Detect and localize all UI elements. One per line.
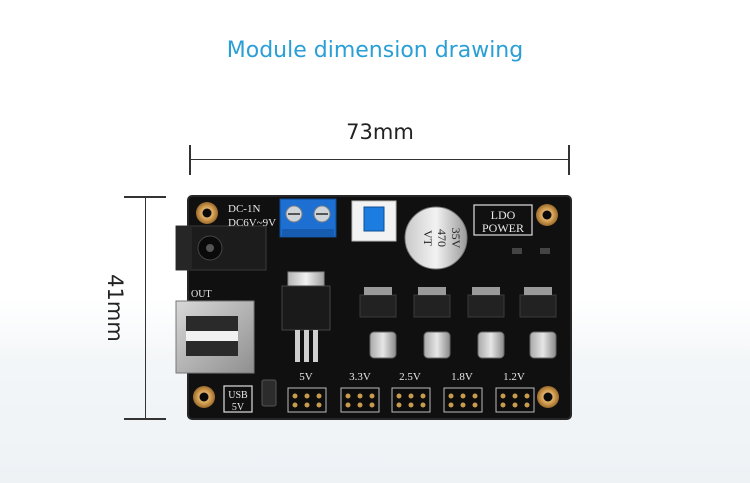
screw-terminal <box>279 198 337 238</box>
electrolytic-capacitor: 470 35V VT <box>404 206 468 270</box>
width-dimension-tick-left <box>189 145 191 175</box>
out-label: OUT <box>191 289 212 300</box>
rail-label-1v8: 1.8V <box>451 371 473 383</box>
rail-label-1v2: 1.2V <box>503 371 525 383</box>
dc-in-label: DC-1N <box>228 203 260 215</box>
width-dimension-label: 73mm <box>346 120 414 144</box>
power-switch-button <box>351 200 397 242</box>
logo-line-2: POWER <box>482 221 524 235</box>
dc-barrel-jack <box>175 225 267 271</box>
mounting-hole-icon <box>193 202 559 408</box>
usb-a-port <box>175 300 255 374</box>
cap-type-label: VT <box>421 230 435 247</box>
usb-voltage-label: 5V <box>232 402 245 413</box>
rail-label-2v5: 2.5V <box>399 371 421 383</box>
height-dimension-tick-top <box>124 196 166 198</box>
cap-value-label: 470 <box>435 229 449 247</box>
logo-line-1: LDO <box>491 208 516 222</box>
width-dimension-line <box>190 159 570 160</box>
ldo-chip-row <box>359 287 557 318</box>
width-dimension-tick-right <box>568 145 570 175</box>
dc-range-label: DC6V~9V <box>228 217 276 229</box>
smd-capacitor-row <box>369 331 557 359</box>
usb-label: USB <box>228 390 248 401</box>
rail-label-5v: 5V <box>299 371 313 383</box>
height-dimension-line <box>145 197 146 419</box>
cap-voltage-label: 35V <box>449 228 463 249</box>
rail-label-3v3: 3.3V <box>349 371 371 383</box>
to220-regulator <box>281 271 331 362</box>
height-dimension-tick-bottom <box>124 418 166 420</box>
page-title: Module dimension drawing <box>226 38 524 63</box>
pin-header-row <box>287 387 535 413</box>
